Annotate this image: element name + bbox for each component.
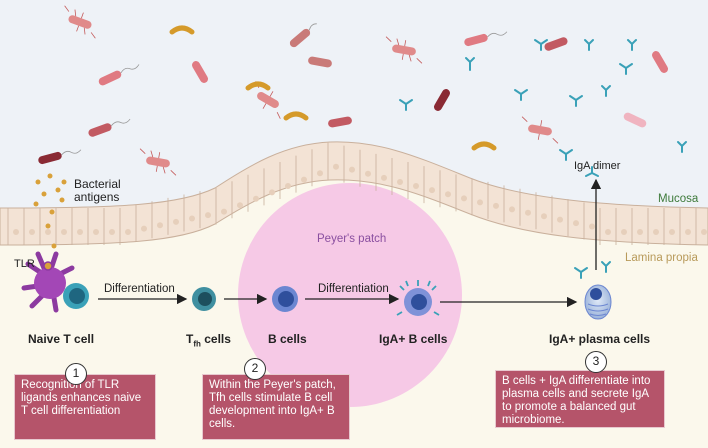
dendritic-cell-icon: [21, 251, 75, 313]
iga-antibodies: [399, 39, 687, 279]
gut-lumen: [0, 0, 708, 208]
step-3-box: B cells + IgA differentiate into plasma …: [495, 370, 665, 428]
iga-dimer-label: IgA dimer: [574, 160, 621, 172]
step-1-box: Recognition of TLR ligands enhances naiv…: [14, 374, 156, 440]
step-2-box: Within the Peyer's patch, Tfh cells stim…: [202, 374, 350, 440]
step-2-number: 2: [244, 358, 266, 380]
iga-b-cells-label: IgA+ B cells: [379, 332, 448, 346]
naive-t-cell-icon: [63, 283, 89, 309]
b-cells-label: B cells: [268, 332, 307, 346]
bacterial-antigens-label: Bacterial antigens: [74, 177, 121, 204]
epithelial-cells: [7, 142, 707, 245]
differentiation-label-2: Differentiation: [318, 283, 389, 295]
iga-plasma-cells-label: IgA+ plasma cells: [549, 332, 651, 346]
peyers-patch: [238, 183, 462, 407]
tfh-rest: cells: [200, 332, 231, 346]
lamina-propia-label: Lamina propia: [625, 252, 698, 264]
tfh-main: T: [186, 332, 194, 346]
tlr-label: TLR: [14, 258, 35, 270]
iga-b-cell-icon: [396, 280, 440, 316]
step-3-number: 3: [585, 351, 607, 373]
b-cell-icon: [272, 286, 298, 312]
antigen-dots: [33, 173, 67, 249]
tfh-cell-icon: [192, 287, 216, 311]
iga-plasma-cell-icon: [584, 284, 612, 320]
peyers-patch-label: Peyer's patch: [317, 233, 387, 245]
bacteria: [38, 5, 668, 176]
mucosa-label: Mucosa: [658, 193, 699, 205]
step-1-number: 1: [65, 363, 87, 385]
differentiation-label-1: Differentiation: [104, 283, 175, 295]
tfh-cells-label: Tfh cells: [186, 332, 231, 348]
naive-t-cell-label: Naive T cell: [28, 332, 95, 346]
tfh-sub: fh: [193, 339, 201, 349]
